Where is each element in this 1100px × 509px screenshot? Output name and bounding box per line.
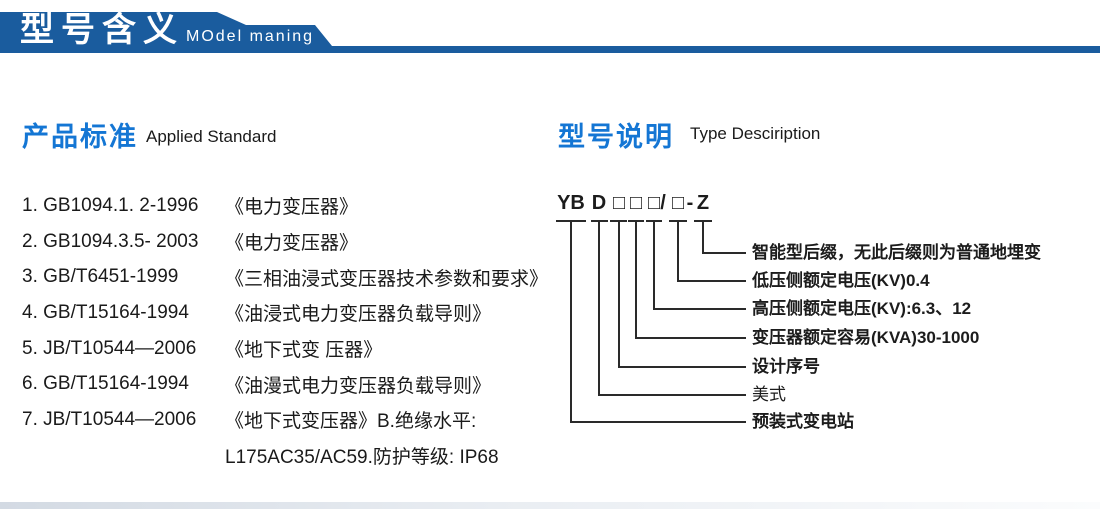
page-title-en: MOdel maning xyxy=(186,28,315,45)
connector-box1 xyxy=(618,222,746,368)
standard-title: 《电力变压器》 xyxy=(225,197,359,219)
standard-title: 《油浸式电力变压器负载导则》 xyxy=(225,304,492,326)
model-designation-diagram: YB D □ □ □ / □ - Z 智能型后缀，无此后缀则为普通地埋变 低压侧… xyxy=(550,185,1098,445)
right-section-title-cn: 型号说明 xyxy=(558,122,674,152)
standard-item: 3. GB/T6451-1999 《三相油浸式变压器技术参数和要求》 xyxy=(22,259,562,295)
model-part-d: D xyxy=(591,192,607,214)
model-label-design-serial: 设计序号 xyxy=(752,357,820,376)
model-part-box2: □ xyxy=(629,192,643,214)
connector-box3 xyxy=(653,222,746,310)
bottom-gradient-bar xyxy=(0,502,1100,509)
connector-d xyxy=(598,222,746,396)
connector-z xyxy=(702,222,746,254)
model-label-american-style: 美式 xyxy=(752,385,786,404)
model-part-box3: □ xyxy=(647,192,661,214)
model-label-smart-suffix: 智能型后缀，无此后缀则为普通地埋变 xyxy=(752,243,1041,262)
standard-title: 《电力变压器》 xyxy=(225,233,359,255)
model-part-hyphen: - xyxy=(686,192,694,214)
model-part-z: Z xyxy=(696,192,710,214)
model-part-yb: YB xyxy=(557,192,585,214)
model-part-slash: / xyxy=(660,192,666,214)
standard-code: 1. GB1094.1. 2-1996 xyxy=(22,194,199,216)
page-title-cn: 型号含义 xyxy=(20,11,184,49)
standard-item: 2. GB1094.3.5- 2003 《电力变压器》 xyxy=(22,224,562,260)
standard-code: 6. GB/T15164-1994 xyxy=(22,373,189,395)
standard-code: 4. GB/T15164-1994 xyxy=(22,301,189,323)
standard-title: 《油漫式电力变压器负载导则》 xyxy=(225,375,492,397)
standard-title: 《三相油浸式变压器技术参数和要求》 xyxy=(225,268,549,290)
model-label-hv-voltage: 高压侧额定电压(KV):6.3、12 xyxy=(752,299,972,318)
standard-code: 2. GB1094.3.5- 2003 xyxy=(22,230,199,252)
connector-box4 xyxy=(677,222,746,282)
connector-yb xyxy=(570,222,746,423)
standard-item-continuation: L175AC35/AC59.防护等级: IP68 xyxy=(22,438,562,474)
standard-item: 5. JB/T10544—2006 《地下式变 压器》 xyxy=(22,331,562,367)
model-connector-lines xyxy=(556,220,746,423)
standard-code: 7. JB/T10544—2006 xyxy=(22,408,197,430)
model-part-box4: □ xyxy=(671,192,685,214)
model-label-prefab-substation: 预装式变电站 xyxy=(752,412,854,431)
model-part-box1: □ xyxy=(612,192,626,214)
standard-item: 1. GB1094.1. 2-1996 《电力变压器》 xyxy=(22,188,562,224)
standard-title: 《地下式变压器》B.绝缘水平: xyxy=(225,411,477,433)
standard-code: 5. JB/T10544—2006 xyxy=(22,337,197,359)
standard-item: 7. JB/T10544—2006 《地下式变压器》B.绝缘水平: xyxy=(22,402,562,438)
right-section-title-en: Type Desciription xyxy=(690,124,821,143)
standard-item: 6. GB/T15164-1994 《油漫式电力变压器负载导则》 xyxy=(22,366,562,402)
left-section-title-en: Applied Standard xyxy=(146,127,277,146)
standards-list: 1. GB1094.1. 2-1996 《电力变压器》 2. GB1094.3.… xyxy=(22,188,562,474)
model-label-lv-voltage: 低压侧额定电压(KV)0.4 xyxy=(752,271,930,290)
connector-box2 xyxy=(635,222,746,339)
left-section-title-cn: 产品标准 xyxy=(22,122,138,152)
standard-item: 4. GB/T15164-1994 《油浸式电力变压器负载导则》 xyxy=(22,295,562,331)
standard-title: L175AC35/AC59.防护等级: IP68 xyxy=(225,447,499,469)
standard-code: 3. GB/T6451-1999 xyxy=(22,266,179,288)
standard-title: 《地下式变 压器》 xyxy=(225,340,383,362)
model-label-rated-capacity: 变压器额定容易(KVA)30-1000 xyxy=(752,328,980,347)
